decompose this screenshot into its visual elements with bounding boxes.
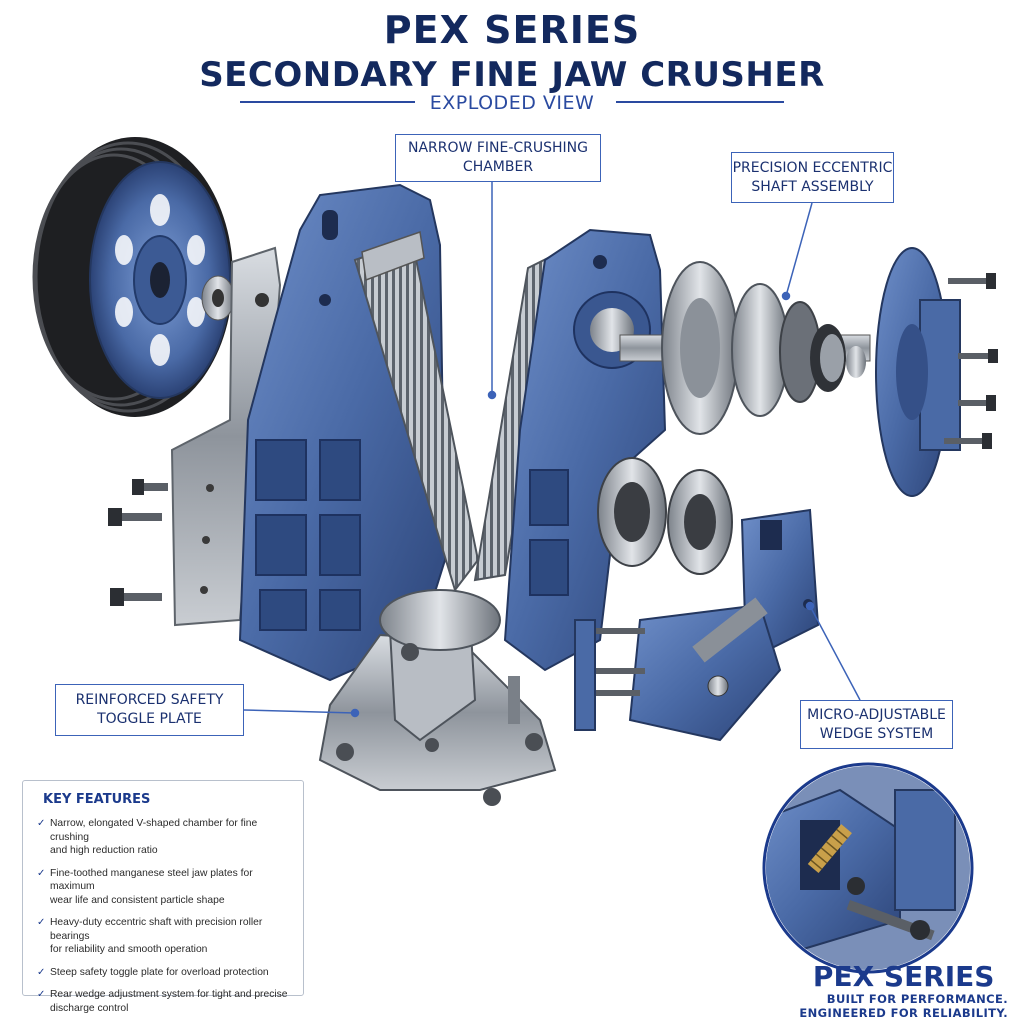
check-icon: ✓ — [37, 989, 46, 1000]
feature-item: ✓ Steep safety toggle plate for overload… — [37, 966, 289, 980]
callout-shaft-line2: SHAFT ASSEMBLY — [751, 178, 874, 195]
leader-lines — [243, 182, 861, 718]
callout-toggle: REINFORCED SAFETY TOGGLE PLATE — [55, 684, 244, 736]
page-title: PEX SERIES — [383, 8, 641, 52]
brand-tagline-1: BUILT FOR PERFORMANCE. — [826, 992, 1008, 1006]
wedge-detail-inset — [762, 762, 974, 974]
feature-text-line1: Steep safety toggle plate for overload p… — [50, 966, 269, 978]
eccentric-shaft — [619, 261, 871, 435]
check-icon: ✓ — [37, 867, 46, 879]
callout-shaft-line1: PRECISION ECCENTRIC — [732, 159, 893, 176]
feature-item: ✓ Heavy-duty eccentric shaft with precis… — [37, 916, 289, 957]
brand-block: PEX SERIES BUILT FOR PERFORMANCE. ENGINE… — [799, 960, 1008, 1021]
check-icon: ✓ — [37, 966, 46, 978]
brand-name: PEX SERIES — [812, 960, 995, 993]
callout-chamber-line1: NARROW FINE-CRUSHING — [408, 140, 588, 156]
feature-text-line1: Rear wedge adjustment system for tight a… — [50, 989, 288, 1000]
check-icon: ✓ — [37, 818, 46, 829]
feature-item: ✓ Fine-toothed manganese steel jaw plate… — [37, 867, 289, 908]
key-features-heading: KEY FEATURES — [43, 792, 151, 807]
subtitle-rule-left — [240, 101, 415, 103]
callout-toggle-line1: REINFORCED SAFETY — [75, 692, 224, 708]
feature-text-line2: and high reduction ratio — [50, 845, 158, 856]
subtitle-rule-right — [616, 101, 784, 103]
callout-chamber: NARROW FINE-CRUSHING CHAMBER — [395, 134, 601, 182]
feature-text-line1: Heavy-duty eccentric shaft with precisio… — [50, 917, 263, 942]
feature-text-line1: Narrow, elongated V-shaped chamber for f… — [50, 818, 258, 843]
feature-text-line1: Fine-toothed manganese steel jaw plates … — [50, 867, 253, 893]
callout-wedge-line1: MICRO-ADJUSTABLE — [807, 706, 946, 723]
wedge-adjuster — [574, 597, 782, 742]
subtitle-row: EXPLODED VIEW — [0, 92, 1024, 116]
feature-text-line2: for reliability and smooth operation — [50, 944, 208, 955]
feature-text-line2: wear life and consistent particle shape — [50, 894, 225, 906]
callout-wedge-line2: WEDGE SYSTEM — [819, 725, 934, 742]
page-subtitle-main: SECONDARY FINE JAW CRUSHER — [199, 55, 825, 95]
end-cover-flange — [875, 247, 998, 497]
view-label: EXPLODED VIEW — [429, 92, 595, 114]
feature-item: ✓ Rear wedge adjustment system for tight… — [37, 988, 289, 1015]
callout-chamber-line2: CHAMBER — [462, 159, 534, 175]
roller-bearings — [597, 457, 733, 575]
key-features-panel: KEY FEATURES ✓ Narrow, elongated V-shape… — [22, 780, 304, 1014]
callout-shaft: PRECISION ECCENTRIC SHAFT ASSEMBLY — [731, 152, 894, 203]
feature-text-line2: discharge control — [50, 1002, 129, 1014]
callout-wedge: MICRO-ADJUSTABLE WEDGE SYSTEM — [800, 700, 953, 749]
check-icon: ✓ — [37, 917, 46, 928]
callout-toggle-line2: TOGGLE PLATE — [97, 711, 202, 727]
bolts-left — [108, 479, 168, 606]
toggle-plate-assembly — [318, 589, 557, 806]
flywheel-pulley — [32, 137, 235, 417]
title-block: PEX SERIES SECONDARY FINE JAW CRUSHER — [0, 6, 1024, 96]
brand-tagline-2: ENGINEERED FOR RELIABILITY. — [799, 1006, 1008, 1020]
feature-item: ✓ Narrow, elongated V-shaped chamber for… — [37, 817, 289, 858]
